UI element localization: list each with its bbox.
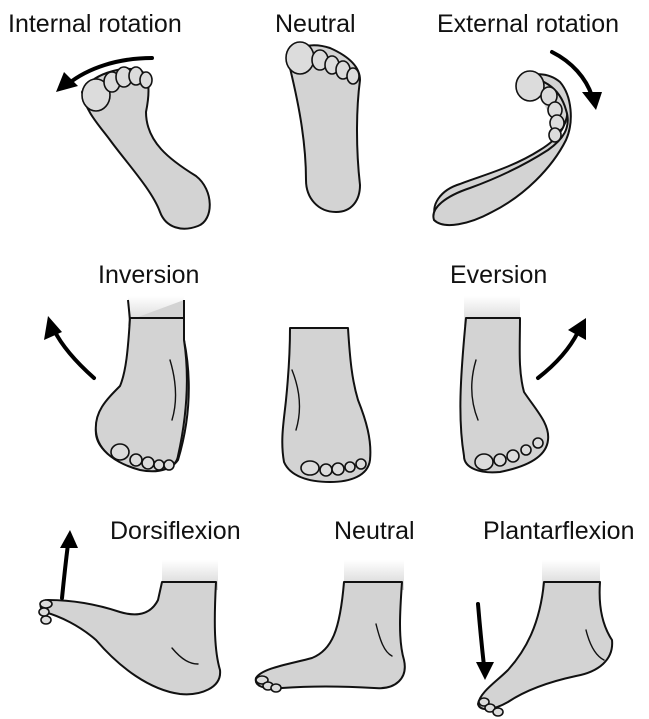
arrowhead-plantarflexion (476, 662, 494, 680)
arrow-dorsiflexion (62, 544, 68, 598)
foot-inversion (96, 296, 189, 471)
foot-neutral-top (286, 42, 360, 212)
arrowhead-internal-rotation (56, 72, 78, 92)
foot-external-rotation (433, 71, 570, 225)
arrowhead-external-rotation (582, 92, 602, 110)
foot-plantarflexion (478, 560, 612, 716)
arrow-inversion (54, 330, 94, 378)
arrow-plantarflexion (478, 604, 484, 666)
arrowhead-dorsiflexion (60, 530, 78, 548)
foot-eversion (460, 296, 548, 472)
foot-neutral-middle (282, 328, 370, 482)
foot-neutral-bottom (256, 560, 405, 692)
foot-internal-rotation (82, 67, 210, 229)
arrow-eversion (538, 332, 578, 378)
foot-dorsiflexion (39, 560, 220, 694)
